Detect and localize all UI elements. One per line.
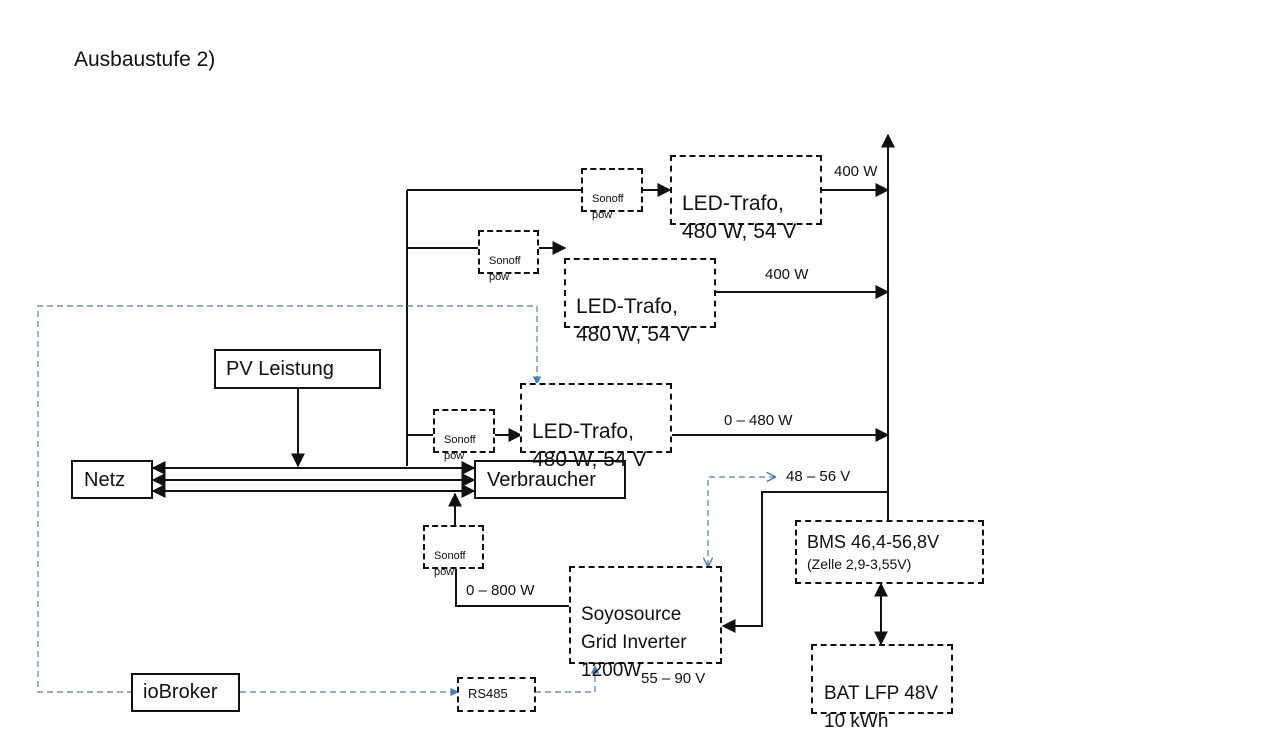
power-label-trafo1: 400 W [834,163,878,180]
wiring-diagram [37,133,895,697]
sonoff-pow-4-box: Sonoff pow [423,525,484,578]
soyosource-inverter-label: Soyosource Grid Inverter 1200W [581,604,687,681]
netz-box: Netz [71,460,153,499]
inverter-ac-line [455,568,570,607]
voltage-label-inverter: 55 – 90 V [641,670,706,687]
sonoff-pow-2-label: Sonoff pow [489,255,521,283]
sonoff-pow-4-label: Sonoff pow [434,550,466,578]
sonoff-pow-3-label: Sonoff pow [444,434,476,462]
sonoff-pow-2-box: Sonoff pow [478,230,539,283]
netz-label: Netz [84,469,126,491]
led-trafo-1-box: LED-Trafo, 480 W, 54 V [670,155,822,243]
led-trafo-2-label: LED-Trafo, 480 W, 54 V [576,295,691,346]
led-trafo-3-label: LED-Trafo, 480 W, 54 V [532,420,647,471]
rs485-box: RS485 [457,677,536,712]
iobroker-label: ioBroker [143,681,218,703]
pv-leistung-box: PV Leistung [214,349,381,389]
battery-box: BAT LFP 48V 10 kWh [811,644,953,732]
iobroker-box: ioBroker [131,673,240,712]
bms-label: BMS 46,4-56,8V [807,532,940,552]
led-trafo-2-box: LED-Trafo, 480 W, 54 V [564,258,716,346]
voltage-label-bus: 48 – 56 V [786,468,851,485]
sonoff-pow-3-box: Sonoff pow [433,409,495,462]
inverter-bus-comm [708,477,775,566]
page-title: Ausbaustufe 2) [74,48,216,71]
power-label-trafo3: 0 – 480 W [724,412,793,429]
rs485-label: RS485 [468,686,508,701]
verbraucher-box: Verbraucher [474,460,626,499]
sonoff-pow-1-label: Sonoff pow [592,193,624,221]
iobroker-trafo3-comm [37,305,542,693]
sonoff-pow-1-box: Sonoff pow [581,168,643,221]
soyosource-inverter-box: Soyosource Grid Inverter 1200W [569,566,722,681]
power-label-trafo2: 400 W [765,266,809,283]
power-label-inverter: 0 – 800 W [466,582,535,599]
led-trafo-1-label: LED-Trafo, 480 W, 54 V [682,192,797,243]
pv-leistung-label: PV Leistung [226,358,334,380]
bms-box: BMS 46,4-56,8V (Zelle 2,9-3,55V) [795,520,984,584]
led-trafo-3-box: LED-Trafo, 480 W, 54 V [520,383,672,471]
bms-cell-label: (Zelle 2,9-3,55V) [807,556,912,572]
battery-label: BAT LFP 48V 10 kWh [824,683,939,732]
verbraucher-label: Verbraucher [487,469,596,491]
rs485-inverter-comm [535,665,600,693]
